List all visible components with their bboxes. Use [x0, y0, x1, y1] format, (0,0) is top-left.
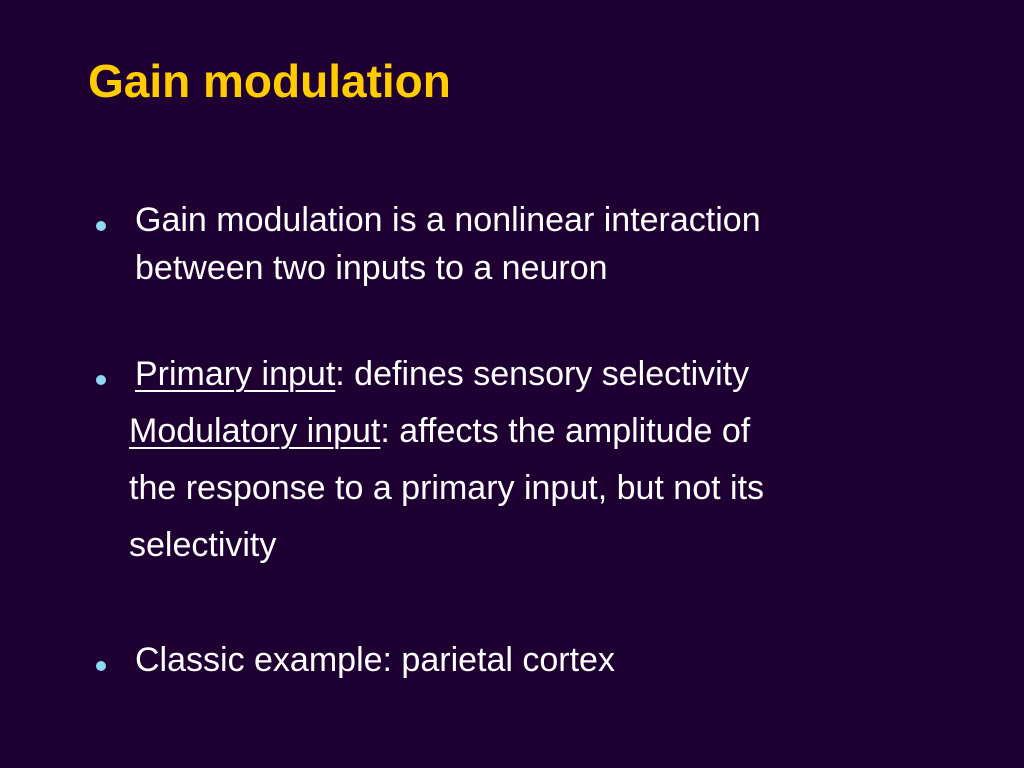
bullet-dot-icon [96, 375, 106, 385]
bullet-2-continuation: Modulatory input: affects the amplitude … [129, 403, 764, 574]
bullet-item-1: Gain modulation is a nonlinear interacti… [96, 196, 956, 296]
primary-input-term: Primary input [135, 355, 336, 393]
bullet-text-2: Primary input: defines sensory selectivi… [135, 350, 895, 398]
bullet-2-line-1: Primary input: defines sensory selectivi… [135, 350, 895, 398]
bullet-dot-icon [96, 221, 106, 231]
bullet-2-line-3: the response to a primary input, but not… [129, 469, 765, 507]
modulatory-input-term: Modulatory input [129, 412, 381, 450]
bullet-1-line-1: Gain modulation is a nonlinear interacti… [135, 201, 761, 239]
bullet-text-1: Gain modulation is a nonlinear interacti… [135, 196, 895, 292]
bullet-2-line-2: Modulatory input: affects the amplitude … [129, 403, 764, 460]
primary-input-definition: : defines sensory selectivity [335, 355, 750, 393]
bullet-3-line-1: Classic example: parietal cortex [135, 641, 615, 679]
bullet-text-3: Classic example: parietal cortex [135, 636, 895, 684]
bullet-1-line-2: between two inputs to a neuron [135, 249, 608, 287]
bullet-dot-icon [96, 661, 106, 671]
modulatory-input-definition: : affects the amplitude of [380, 412, 751, 450]
bullet-item-3: Classic example: parietal cortex [96, 636, 956, 684]
slide-title: Gain modulation [88, 55, 451, 107]
bullet-item-2: Primary input: defines sensory selectivi… [96, 350, 956, 398]
bullet-2-line-4: selectivity [129, 526, 277, 564]
